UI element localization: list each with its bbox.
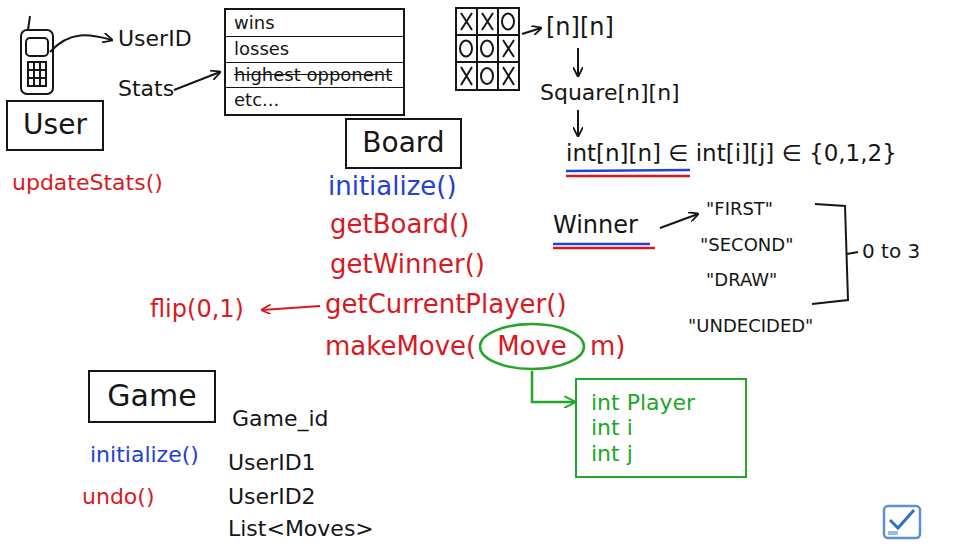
enum-value: "DRAW" [706, 270, 777, 291]
field-name: Game_id [232, 406, 329, 431]
class-box: Board [345, 118, 462, 169]
node-title: Game [107, 379, 196, 414]
tic-tac-toe-grid [456, 8, 519, 90]
underline [553, 243, 650, 246]
circle-outline [480, 324, 584, 369]
node-title: Board [362, 127, 444, 159]
field-name: int Player [591, 390, 695, 415]
method-name: makeMove( [325, 332, 476, 362]
underline [566, 170, 690, 171]
leader-arrow [660, 214, 698, 228]
underline [566, 175, 690, 178]
stat-row: highest opponent [226, 63, 403, 89]
stats-box: winslosseshighest opponentetc... [224, 8, 405, 116]
leader-arrow [50, 35, 112, 52]
method-name: updateStats() [12, 170, 163, 195]
enum-value: "UNDECIDED" [688, 316, 813, 337]
method-name: getWinner() [330, 250, 485, 280]
method-name: getBoard() [330, 210, 469, 240]
field-name: Winner [553, 212, 638, 240]
node-title: Move [497, 332, 567, 362]
method-name: undo() [82, 484, 154, 509]
leader-arrow [522, 28, 541, 34]
enum-value: "FIRST" [706, 199, 773, 220]
method-name: flip(0,1) [150, 296, 244, 324]
field-name: int i [591, 415, 633, 440]
class-box: User [6, 100, 104, 151]
node-title: User [23, 109, 87, 141]
underline [553, 247, 655, 250]
connector-arrow [532, 371, 575, 402]
phone-icon [21, 16, 53, 94]
stat-row: etc... [226, 88, 403, 113]
method-name: m) [590, 332, 625, 362]
field-name: int j [591, 441, 633, 466]
method-name: initialize() [90, 442, 199, 467]
highlight-circle: Move [478, 322, 586, 371]
field-name: UserID [118, 26, 192, 51]
method-name: initialize() [328, 172, 457, 202]
range-note: 0 to 3 [862, 240, 920, 263]
stat-row: losses [226, 37, 403, 63]
field-name: List<Moves> [228, 516, 374, 541]
leader-arrow [577, 48, 579, 76]
field-name: Stats [118, 76, 174, 101]
leader-arrow [174, 72, 220, 90]
field-name: UserID1 [228, 450, 316, 475]
leader-arrow [262, 306, 320, 310]
method-name: getCurrentPlayer() [325, 290, 567, 320]
enum-value: "SECOND" [700, 235, 793, 256]
struct-box: int Playerint iint j [575, 378, 747, 478]
array-notation: Square[n][n] [540, 80, 680, 105]
array-notation: int[n][n] ∈ int[i][j] ∈ {0,1,2} [566, 140, 897, 166]
array-notation: [n][n] [546, 14, 614, 42]
leader-arrow [577, 110, 579, 136]
field-name: UserID2 [228, 484, 316, 509]
bracket [812, 204, 858, 304]
stat-row: wins [226, 11, 403, 37]
class-box: Game [88, 370, 216, 423]
logo [884, 506, 920, 538]
